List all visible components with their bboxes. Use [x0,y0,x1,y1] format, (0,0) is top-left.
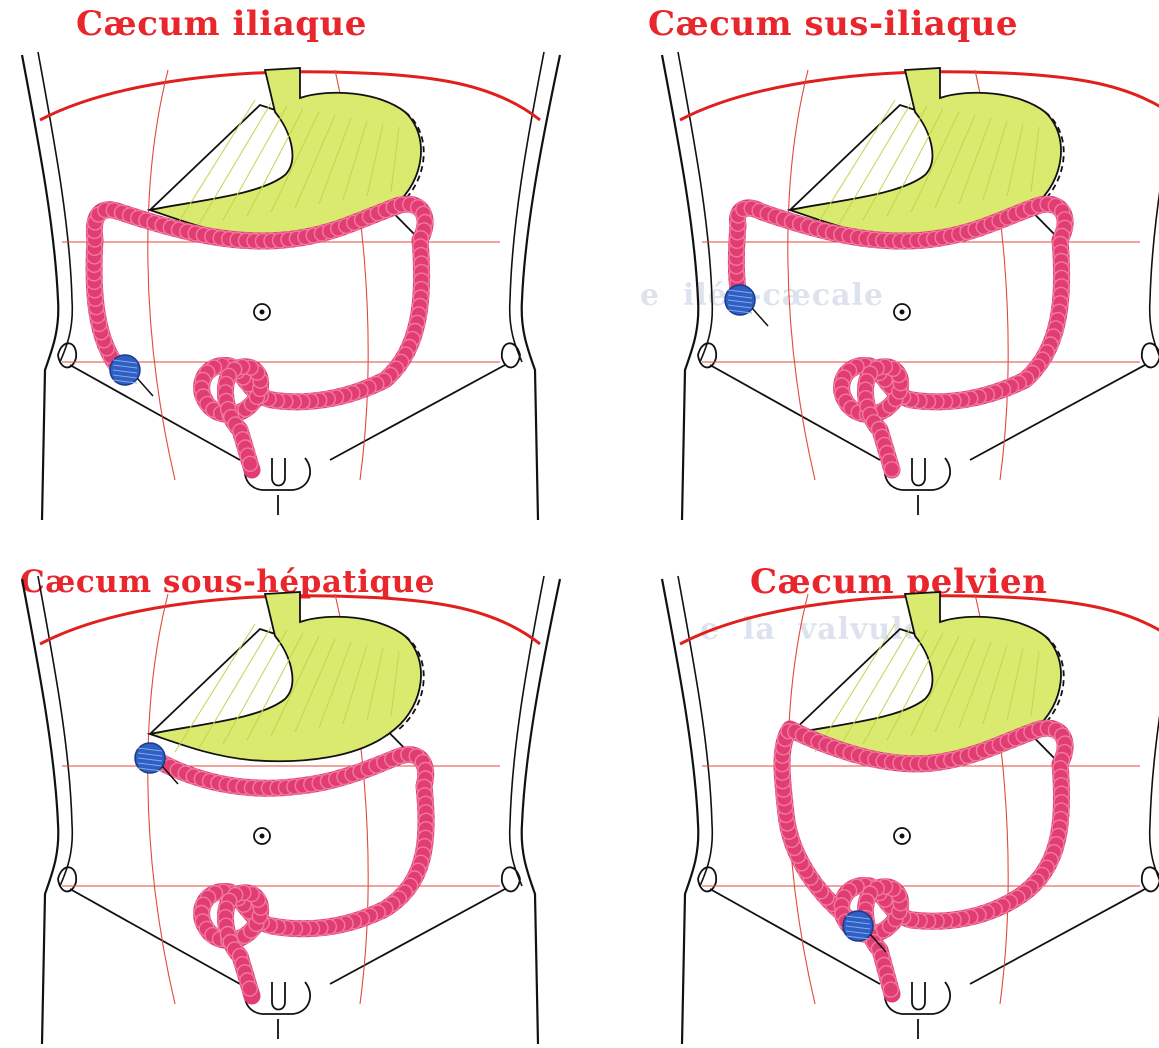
iliac-crest-left [698,867,716,891]
trunk-inner-left [38,576,72,886]
colon-haustra [884,462,899,477]
trunk-outline-left [22,55,58,520]
abdomen-diagram-sous-hepatique [0,524,579,1048]
iliac-crest-left [58,867,76,891]
iliac-crest-left [698,343,716,367]
iliac-crest-right [1142,867,1159,891]
colon-haustra [243,456,258,471]
iliac-crest-right [502,343,520,367]
panel-caecum-sous-hepatique: Cæcum sous-hépatique [0,524,579,1048]
trunk-inner-right [510,576,544,886]
appendix [137,378,153,396]
trunk-outline-left [22,579,58,1044]
abdomen-diagram-iliaque [0,0,579,524]
iliac-crest-right [502,867,520,891]
diagram-group [22,52,560,520]
colon-haustra [883,982,898,997]
colon-haustra [242,981,257,996]
stomach [150,592,421,761]
trunk-inner-left [678,576,712,886]
inguinal-line-right [970,365,1145,460]
abdomen-diagram-sus-iliaque [640,0,1159,524]
midclavicular-line-left [148,70,175,480]
trunk-outline-right [522,55,560,520]
panel-caecum-iliaque: Cæcum iliaque [0,0,579,524]
trunk-outline-left [662,55,698,520]
appendix [752,308,768,326]
midclavicular-line-left [148,594,175,1004]
trunk-inner-left [38,52,72,362]
umbilicus-dot [260,310,265,315]
umbilicus-dot [900,834,905,839]
trunk-outline-right [522,579,560,1044]
trunk-inner-right [1150,576,1159,886]
inguinal-line-right [330,889,505,984]
iliac-crest-right [1142,343,1159,367]
trunk-inner-right [510,52,544,362]
midclavicular-line-left [788,70,815,480]
panel-caecum-pelvien: Cæcum pelvien [640,524,1159,1048]
trunk-inner-left [678,52,712,362]
umbilicus-dot [260,834,265,839]
inguinal-line-right [330,365,505,460]
diagram-group [22,576,560,1044]
abdomen-diagram-pelvien [640,524,1159,1048]
panel-caecum-sus-iliaque: Cæcum sus-iliaque [640,0,1159,524]
trunk-outline-left [662,579,698,1044]
trunk-inner-right [1150,52,1159,362]
diagram-group [662,52,1159,520]
umbilicus-dot [900,310,905,315]
iliac-crest-left [58,343,76,367]
diagram-group [662,576,1159,1044]
